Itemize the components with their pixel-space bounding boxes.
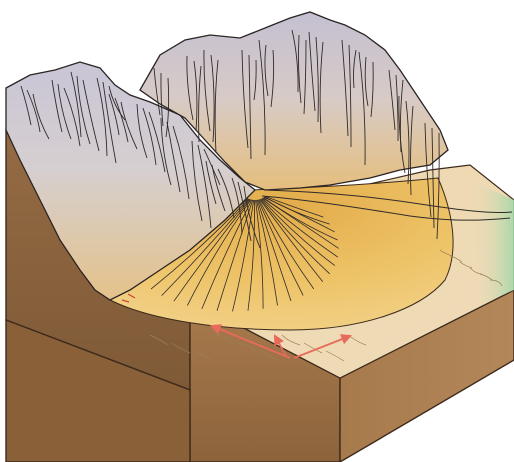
alluvial-fan-diagram — [0, 0, 514, 462]
block-diagram-svg — [0, 0, 514, 462]
